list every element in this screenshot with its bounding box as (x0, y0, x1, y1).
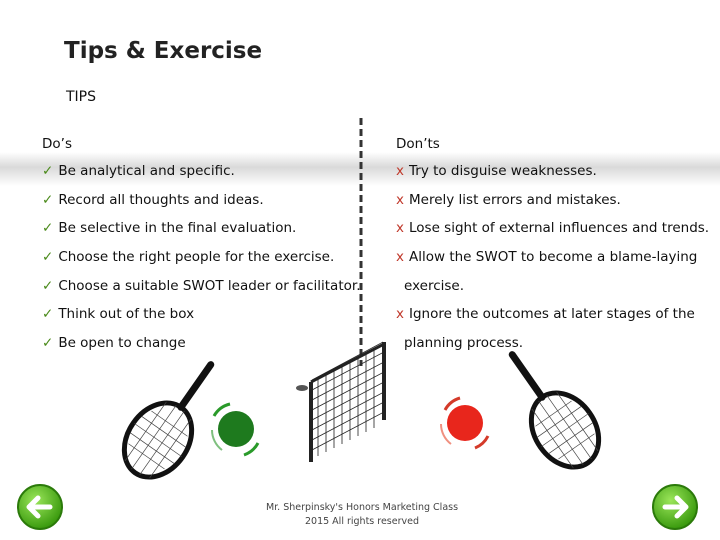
dos-item: ✓Record all thoughts and ideas. (42, 192, 264, 208)
check-icon: ✓ (42, 192, 54, 208)
check-icon: ✓ (42, 335, 54, 351)
check-icon: ✓ (42, 306, 54, 322)
x-mark-icon: x (396, 192, 404, 208)
tennis-net-icon (296, 341, 386, 462)
green-ball-icon (211, 402, 260, 457)
x-mark-icon: x (396, 249, 404, 265)
tennis-racket-icon (121, 361, 215, 480)
dos-item: ✓Be open to change (42, 335, 186, 351)
check-icon: ✓ (42, 278, 54, 294)
dos-item: ✓Choose the right people for the exercis… (42, 249, 335, 265)
dos-item: ✓Be analytical and specific. (42, 163, 235, 179)
dos-item: ✓Be selective in the final evaluation. (42, 220, 297, 236)
slide-subtitle: TIPS (66, 89, 97, 105)
dos-heading: Do’s (42, 136, 72, 152)
footer-credit: Mr. Sherpinsky's Honors Marketing Class … (232, 501, 492, 529)
donts-item-continuation: planning process. (404, 335, 524, 351)
arrow-right-icon (652, 484, 698, 530)
x-mark-icon: x (396, 306, 404, 322)
check-icon: ✓ (42, 249, 54, 265)
tennis-racket-icon (508, 351, 602, 470)
slide-title: Tips & Exercise (64, 38, 263, 64)
donts-heading: Don’ts (396, 136, 440, 152)
dos-item: ✓Think out of the box (42, 306, 195, 322)
dos-item: ✓Choose a suitable SWOT leader or facili… (42, 278, 361, 294)
x-mark-icon: x (396, 163, 404, 179)
arrow-left-icon (17, 484, 63, 530)
forward-button[interactable] (651, 483, 699, 531)
x-mark-icon: x (396, 220, 404, 236)
back-button[interactable] (16, 483, 64, 531)
red-ball-icon (440, 396, 490, 450)
check-icon: ✓ (42, 220, 54, 236)
footer-line-2: 2015 All rights reserved (304, 516, 420, 527)
donts-item-continuation: exercise. (404, 278, 465, 294)
check-icon: ✓ (42, 163, 54, 179)
footer-line-1: Mr. Sherpinsky's Honors Marketing Class (265, 502, 459, 513)
